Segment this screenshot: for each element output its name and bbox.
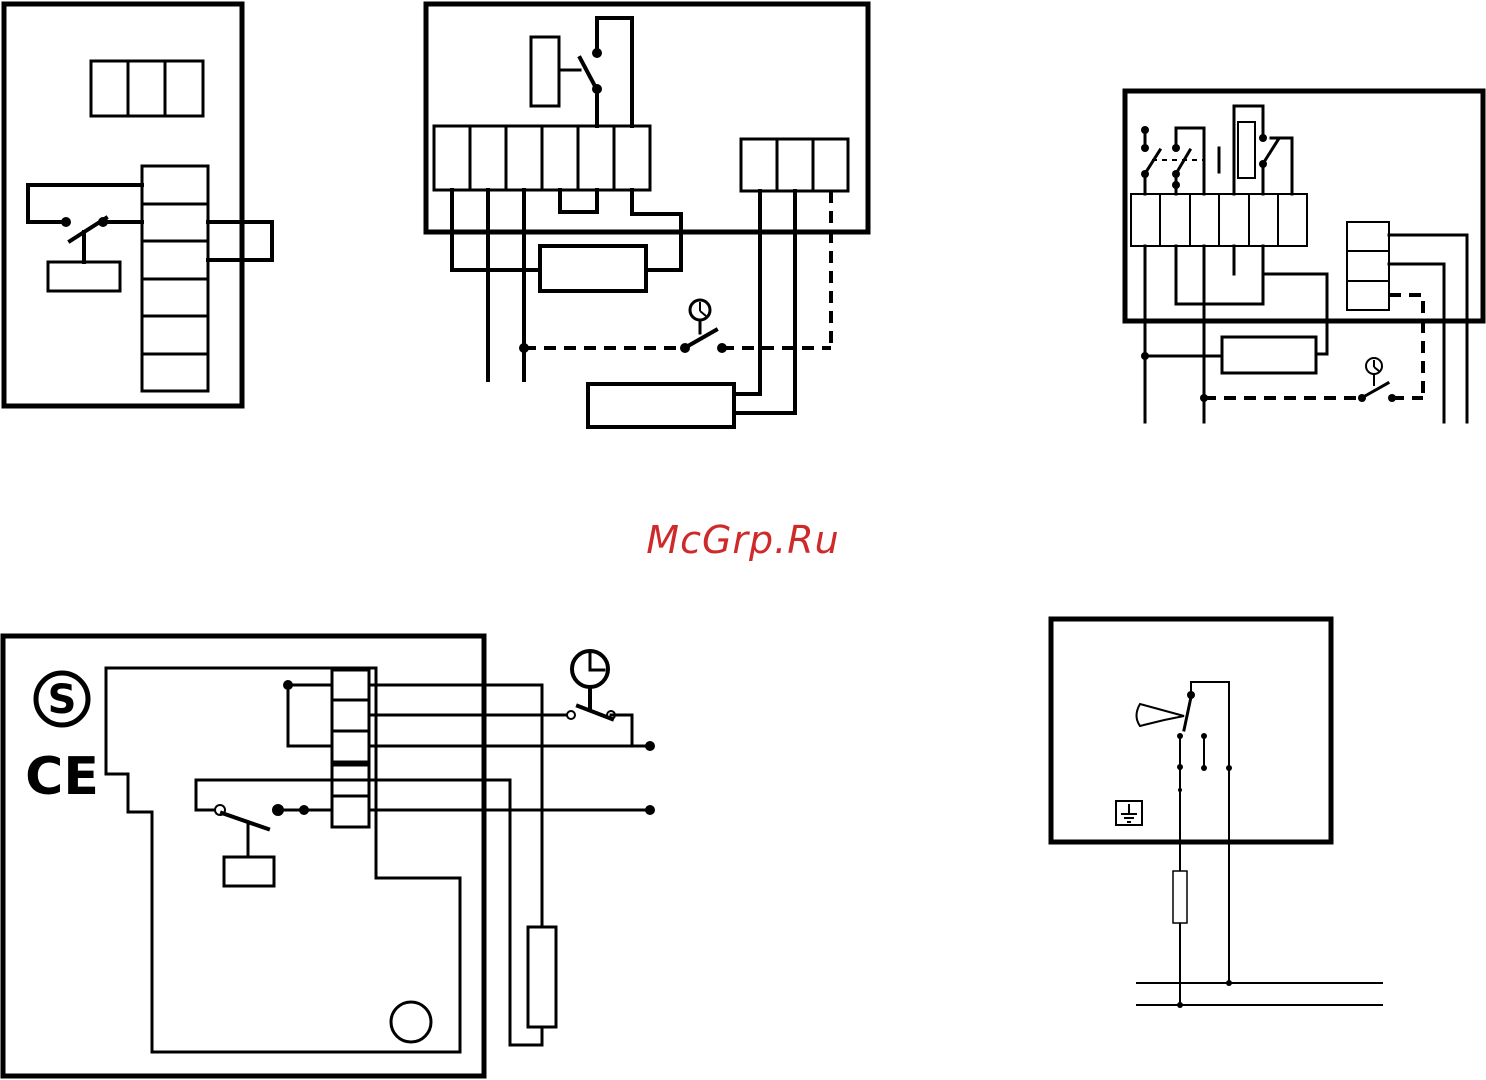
timer-contact bbox=[688, 330, 716, 346]
diagram-1-terminal-strip bbox=[142, 166, 208, 391]
diagram-2-terminal-strip-6 bbox=[434, 126, 650, 190]
diagram-1 bbox=[4, 4, 272, 406]
diagram-2 bbox=[426, 4, 868, 427]
relay-coil bbox=[224, 857, 274, 886]
relay-contact bbox=[580, 58, 596, 88]
indicator-lamp bbox=[391, 1002, 431, 1042]
resistor bbox=[1173, 871, 1187, 923]
diagram-3 bbox=[1125, 91, 1483, 422]
diagram-4-terminal-strip bbox=[332, 670, 369, 827]
earth-ground-icon bbox=[1116, 801, 1142, 825]
diagram-4: S CE bbox=[3, 636, 655, 1076]
relay-coil bbox=[531, 37, 559, 106]
load-resistor bbox=[540, 246, 646, 291]
diagram-3-terminal-strip-6 bbox=[1131, 194, 1307, 246]
diagram-2-wiring bbox=[452, 190, 831, 427]
svg-text:CE: CE bbox=[25, 747, 99, 807]
heater-element bbox=[588, 384, 734, 427]
diagram-5-enclosure bbox=[1051, 619, 1331, 842]
timer-clock-icon bbox=[690, 300, 710, 333]
relay-coil bbox=[48, 262, 120, 291]
svg-text:S: S bbox=[48, 677, 77, 723]
timer-clock-icon bbox=[572, 651, 608, 708]
heater-element bbox=[528, 927, 556, 1027]
diagram-3-enclosure bbox=[1125, 91, 1483, 321]
ce-mark-logo: CE bbox=[25, 747, 99, 807]
internal-outline bbox=[106, 668, 460, 1052]
watermark-text: McGrp.Ru bbox=[0, 518, 1486, 562]
diagram-5 bbox=[1051, 619, 1383, 1008]
load-resistor bbox=[1222, 337, 1316, 373]
timer-clock-icon bbox=[1366, 358, 1382, 386]
diagram-3-wiring bbox=[1141, 235, 1467, 422]
diagram-1-wiring bbox=[28, 185, 272, 291]
diagram-3-terminal-strip-3 bbox=[1347, 222, 1389, 310]
diagram-3-switches bbox=[1141, 106, 1292, 194]
diagram-2-enclosure bbox=[426, 4, 868, 232]
manual-switch-icon bbox=[1137, 697, 1192, 730]
s-mark-logo: S bbox=[36, 673, 88, 725]
relay-coil bbox=[1238, 122, 1255, 178]
diagram-2-terminal-strip-3 bbox=[741, 139, 848, 191]
diagram-1-terminal-block-top bbox=[91, 61, 203, 116]
diagram-4-wiring bbox=[196, 651, 655, 1045]
